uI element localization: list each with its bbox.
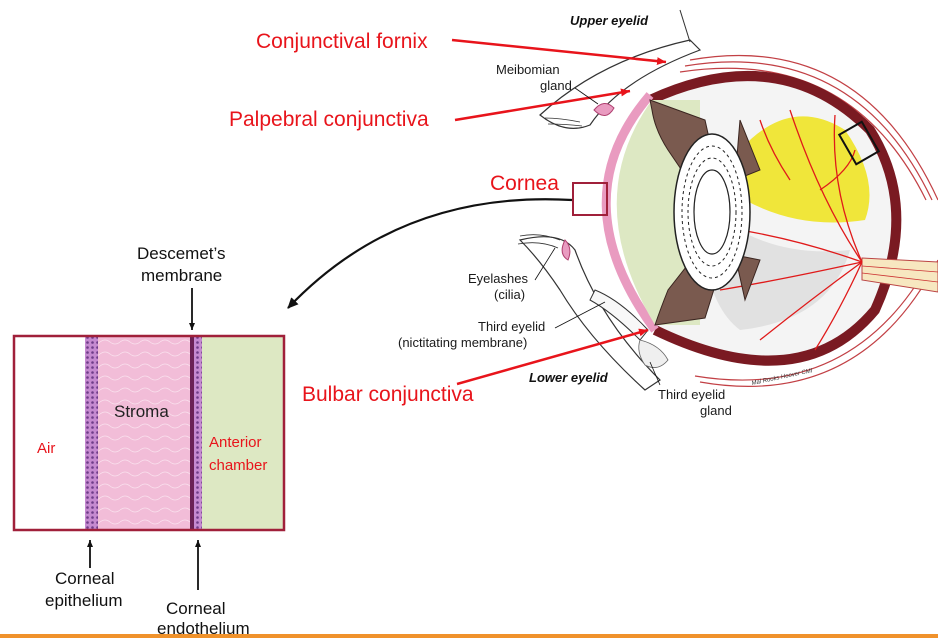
air-region: [14, 336, 85, 530]
anterior-chamber-region: [202, 336, 284, 530]
label-palpebral-conjunctiva: Palpebral conjunctiva: [229, 108, 429, 131]
label-third-eyelid-l1: Third eyelid: [478, 319, 545, 334]
label-eyelashes-l1: Eyelashes: [468, 271, 528, 286]
epithelium-layer: [85, 336, 98, 530]
label-meibomian-l1: Meibomian: [496, 62, 560, 77]
endothelium-layer: [194, 336, 202, 530]
label-eyelashes-l2: (cilia): [494, 287, 525, 302]
cornea-cross-section: Stroma Air Anterior chamber: [14, 336, 284, 530]
label-cornea: Cornea: [490, 172, 559, 195]
label-upper-eyelid: Upper eyelid: [570, 13, 649, 28]
label-anterior-l1: Anterior: [209, 434, 262, 451]
bottom-accent-bar: [0, 634, 938, 638]
label-air: Air: [37, 440, 55, 457]
descemets-layer: [190, 336, 194, 530]
zoom-arrow: [288, 199, 572, 308]
label-third-eyelid-l2: (nictitating membrane): [398, 335, 527, 350]
label-third-eyelid-gland-l2: gland: [700, 403, 732, 418]
arrow-conjunctival-fornix: [452, 40, 666, 62]
stroma-fibers: [98, 336, 190, 530]
label-lower-eyelid: Lower eyelid: [529, 370, 609, 385]
label-epithelium-l1: Corneal: [55, 569, 115, 588]
label-epithelium-l2: epithelium: [45, 591, 123, 610]
label-anterior-l2: chamber: [209, 457, 267, 474]
label-meibomian-l2: gland: [540, 78, 572, 93]
label-descemets-l1: Descemet’s: [137, 244, 226, 263]
lens-nucleus: [694, 170, 730, 254]
eye-illustration: [518, 10, 938, 390]
label-third-eyelid-gland-l1: Third eyelid: [658, 387, 725, 402]
label-endothelium-l1: Corneal: [166, 599, 226, 618]
label-descemets-l2: membrane: [141, 266, 222, 285]
label-conjunctival-fornix: Conjunctival fornix: [256, 30, 428, 53]
label-bulbar-conjunctiva: Bulbar conjunctiva: [302, 383, 474, 406]
label-stroma: Stroma: [114, 402, 169, 421]
